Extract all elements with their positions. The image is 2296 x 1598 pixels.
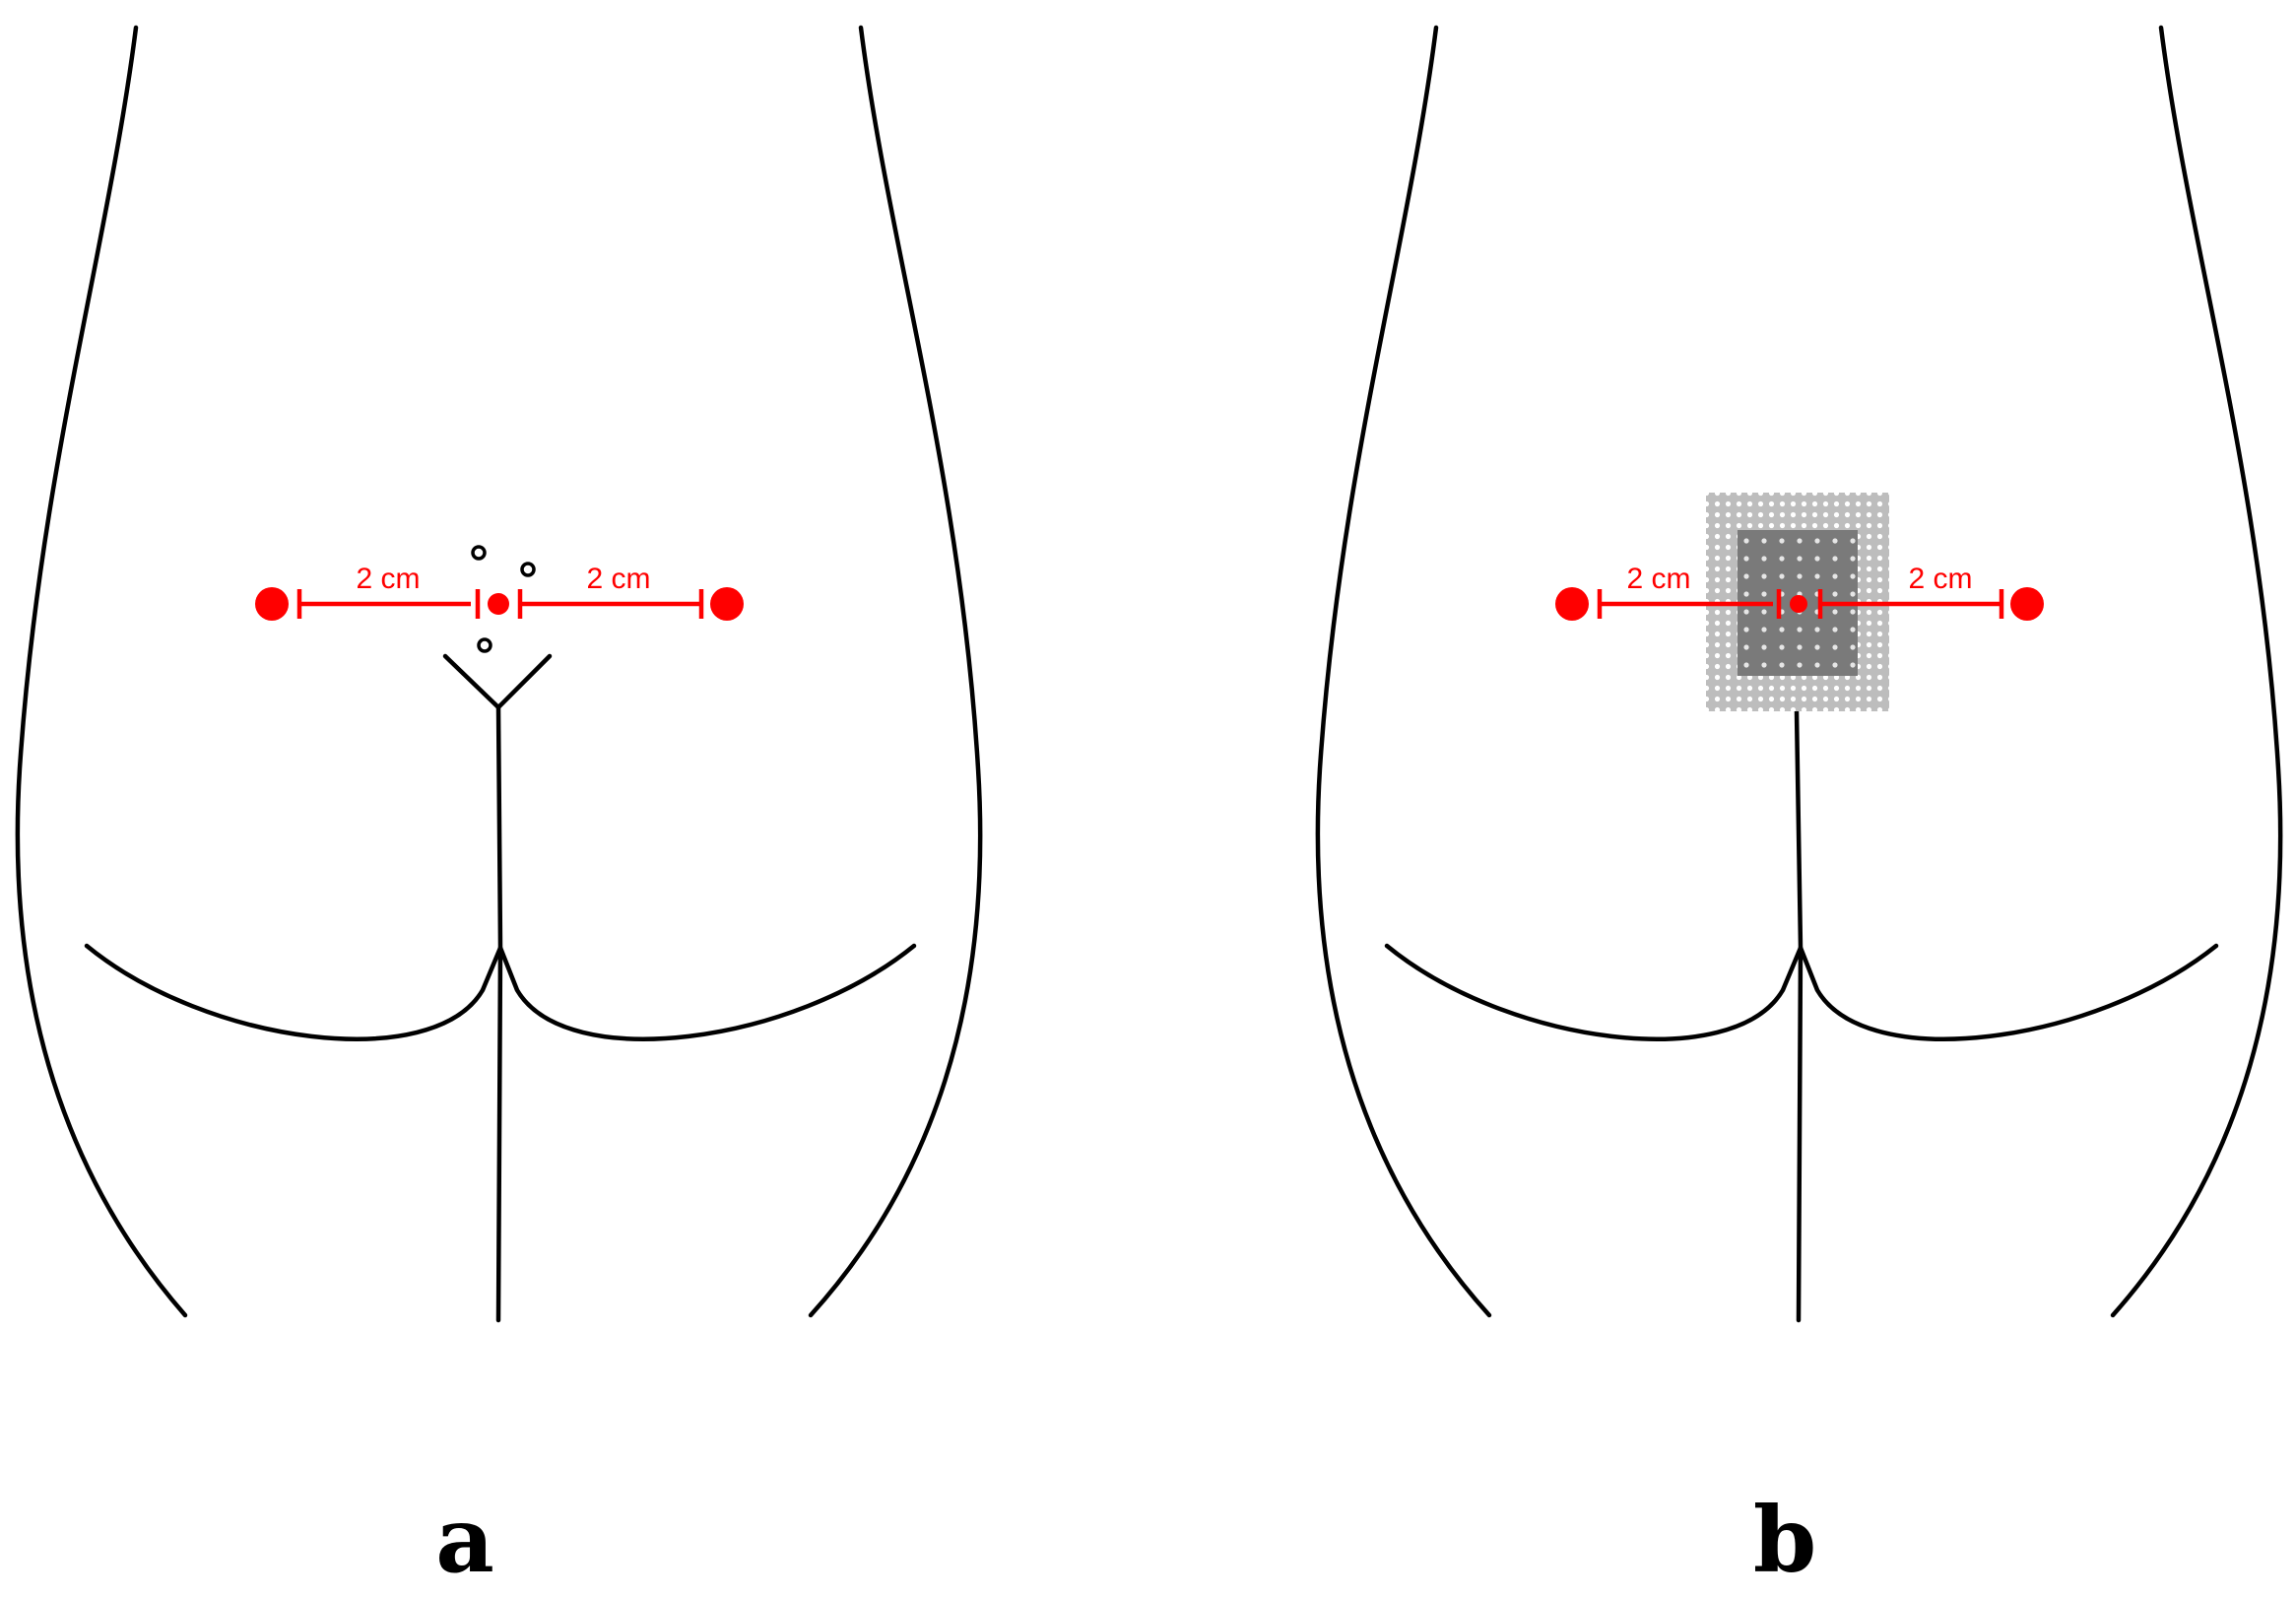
panel-b-right-port-marker (2010, 587, 2044, 621)
panel-b-center-marker (1790, 595, 1807, 613)
panel-a-pit-hole (520, 562, 536, 577)
panel-b-right-flank (2110, 25, 2283, 1318)
panel-a-pit-hole (477, 637, 492, 653)
panel-b-left-distance-label: 2 cm (1626, 563, 1690, 595)
panel-b-left-flank (1315, 25, 1492, 1318)
panel-b-natal-cleft (1794, 708, 1804, 1323)
panel-a-left-port-marker (255, 587, 289, 621)
panel-b: 2 cm 2 cm b (1315, 25, 2283, 1593)
panel-a-pit-hole (471, 545, 487, 561)
panel-a-measurement: 2 cm 2 cm (255, 563, 744, 621)
panel-b-label: b (1753, 1487, 1816, 1593)
panel-b-measurement: 2 cm 2 cm (1555, 563, 2044, 621)
panel-a-natal-cleft (495, 704, 503, 1323)
panel-b-left-port-marker (1555, 587, 1589, 621)
panel-a-right-flank (808, 25, 983, 1318)
panel-a-left-distance-label: 2 cm (356, 563, 420, 595)
panel-a-right-port-marker (710, 587, 744, 621)
panel-a-label: a (435, 1487, 494, 1593)
panel-a-right-distance-label: 2 cm (586, 563, 650, 595)
panel-b-right-distance-label: 2 cm (1908, 563, 1972, 595)
panel-a-sinus-v-mark (442, 653, 553, 710)
panel-a-center-marker (488, 593, 509, 615)
panel-a-left-flank (15, 25, 188, 1318)
panel-a: 2 cm 2 cm a (15, 25, 983, 1593)
